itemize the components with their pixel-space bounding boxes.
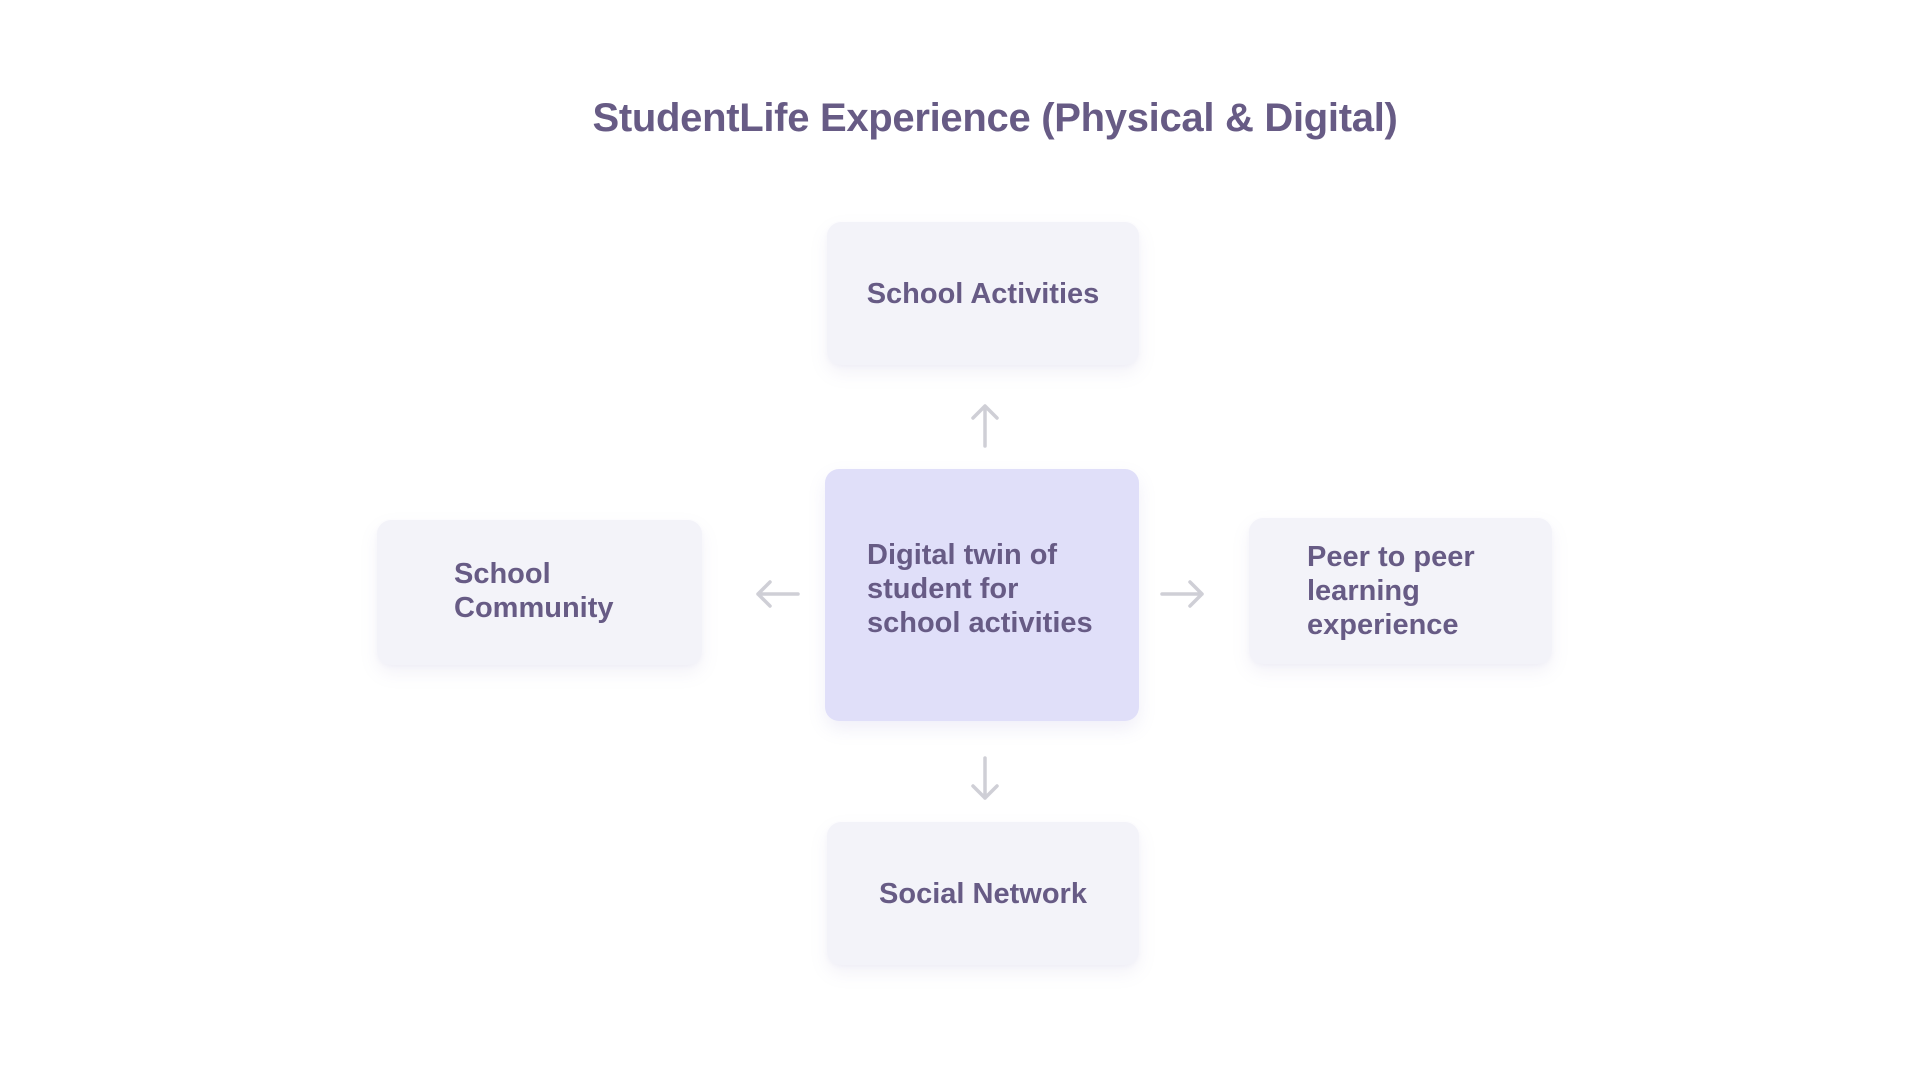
diagram-title: StudentLife Experience (Physical & Digit… [592, 96, 1398, 140]
node-label: Social Network [879, 877, 1087, 910]
node-label: School Activities [866, 277, 1100, 310]
arrow-up-icon [971, 404, 999, 448]
node-peer-to-peer-learning: Peer to peer learning experience [1249, 518, 1552, 664]
arrow-left-icon [756, 580, 800, 608]
arrow-down-icon [971, 756, 999, 800]
node-label: School Community [454, 557, 614, 624]
node-school-community: School Community [377, 520, 702, 665]
arrow-right-icon [1160, 580, 1204, 608]
node-school-activities: School Activities [827, 222, 1139, 365]
node-label: Peer to peer learning experience [1307, 541, 1475, 641]
node-social-network: Social Network [827, 822, 1139, 965]
node-digital-twin: Digital twin of student for school activ… [825, 469, 1139, 721]
node-label: Digital twin of student for school activ… [867, 539, 1093, 639]
